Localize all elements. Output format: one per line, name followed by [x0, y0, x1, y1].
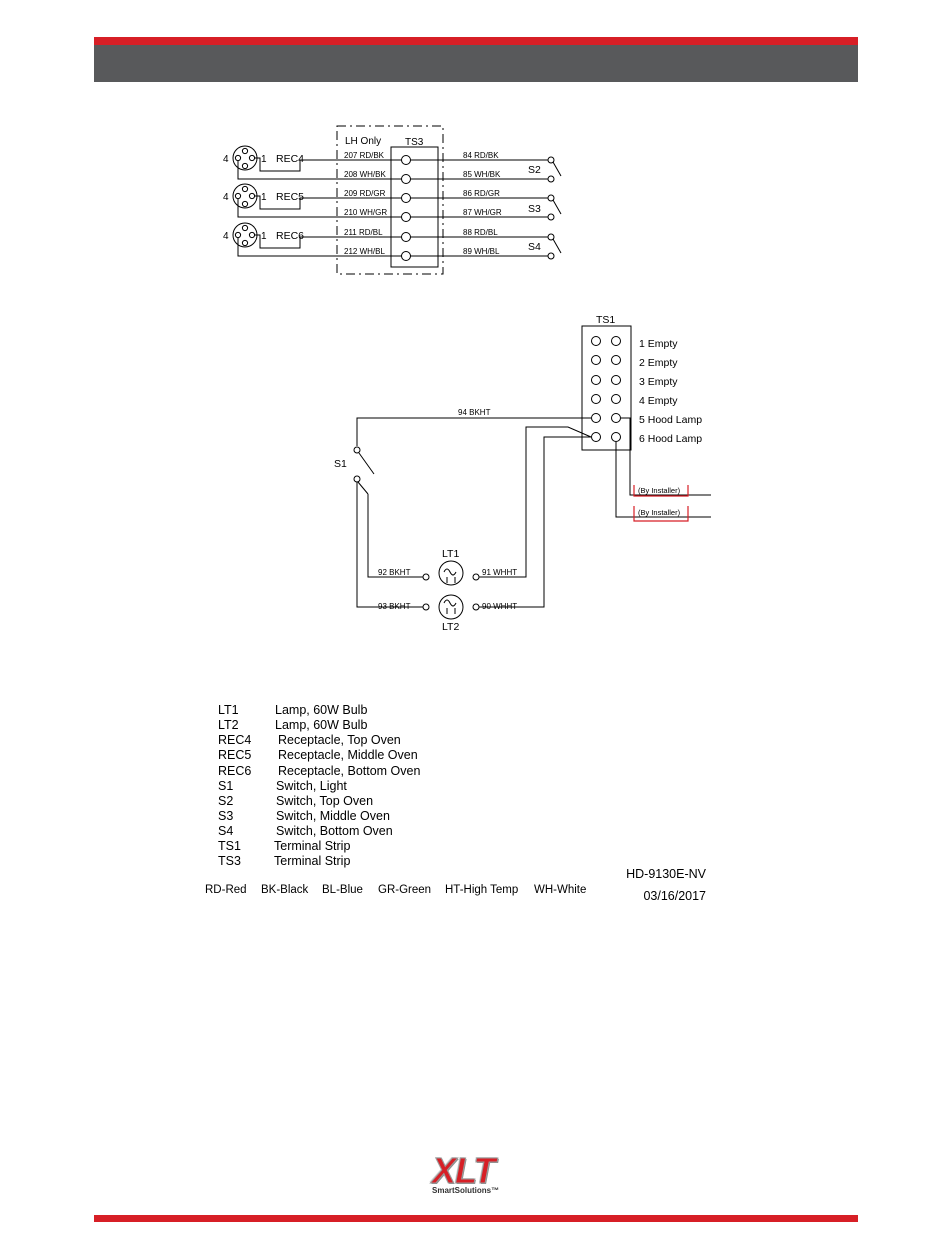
legend-code: S2	[218, 794, 234, 808]
wire-label: 88 RD/BL	[463, 228, 498, 237]
rec4-symbol	[232, 145, 258, 171]
legend-code: LT2	[218, 718, 239, 732]
rec4-pin-left: 4	[223, 154, 229, 165]
s1-blade	[358, 452, 375, 475]
installer-box-2	[633, 506, 689, 522]
header-band	[94, 45, 858, 82]
rec5-pin-left: 4	[223, 192, 229, 203]
rec4-pin-right: 1	[261, 154, 267, 165]
wire-label: 89 WH/BL	[463, 247, 500, 256]
rec5-pin-right: 1	[261, 192, 267, 203]
lt2-label: LT2	[442, 621, 459, 633]
logo-wordmark: XLT	[431, 1150, 495, 1191]
legend-desc: Terminal Strip	[274, 854, 351, 868]
legend-desc: Terminal Strip	[274, 839, 351, 853]
legend-code: S4	[218, 824, 234, 838]
s4-blade	[552, 238, 562, 254]
legend-code: LT1	[218, 703, 239, 717]
ts1-terminal-label: 5 Hood Lamp	[639, 414, 702, 426]
wire-label: 212 WH/BL	[344, 247, 385, 256]
wire-label: 93 BKHT	[378, 602, 411, 611]
abbreviation: WH-White	[534, 884, 587, 896]
installer-note: (By Installer)	[638, 508, 681, 517]
wire-label: 94 BKHT	[458, 408, 491, 417]
s2-label: S2	[528, 164, 541, 176]
wire-label: 84 RD/BK	[463, 151, 499, 160]
legend-desc: Switch, Bottom Oven	[276, 824, 393, 838]
ts1-terminal-label: 1 Empty	[639, 338, 678, 350]
installer-box-1	[633, 485, 689, 497]
rec6-pin-right: 1	[261, 231, 267, 242]
legend-code: TS3	[218, 854, 241, 868]
ts1-terminal-label: 4 Empty	[639, 395, 678, 407]
legend-desc: Receptacle, Bottom Oven	[278, 764, 421, 778]
wire-label: 86 RD/GR	[463, 189, 500, 198]
abbreviation: BL-Blue	[322, 884, 363, 896]
ts1-terminal-label: 6 Hood Lamp	[639, 433, 702, 445]
rec4-label: REC4	[276, 153, 304, 165]
legend-code: S1	[218, 779, 234, 793]
s3-blade	[552, 199, 562, 215]
rec6-pin-left: 4	[223, 231, 229, 242]
legend-code: TS1	[218, 839, 241, 853]
document-number: HD-9130E-NV	[626, 867, 706, 881]
rec5-symbol	[232, 183, 258, 209]
s1-label: S1	[334, 458, 347, 470]
ts3-strip	[390, 146, 439, 268]
legend-desc: Switch, Middle Oven	[276, 809, 390, 823]
wire-label: 92 BKHT	[378, 568, 411, 577]
abbreviation: BK-Black	[261, 884, 309, 896]
rec6-symbol	[232, 222, 258, 248]
ts1-terminal-label: 2 Empty	[639, 357, 678, 369]
ts1-label: TS1	[596, 314, 615, 326]
header-accent-bar	[94, 37, 858, 45]
legend-code: REC6	[218, 764, 252, 778]
lt1-label: LT1	[442, 548, 459, 560]
wire-label: 207 RD/BK	[344, 151, 385, 160]
legend-code: REC5	[218, 748, 252, 762]
wire-label: 90 WHHT	[482, 602, 517, 611]
legend-code: S3	[218, 809, 234, 823]
abbreviation: GR-Green	[378, 884, 432, 896]
legend-desc: Receptacle, Middle Oven	[278, 748, 418, 762]
xlt-logo: XLT SmartSolutions™	[428, 1150, 524, 1198]
ts3-label: TS3	[405, 137, 424, 148]
s3-label: S3	[528, 203, 541, 215]
legend-desc: Switch, Light	[276, 779, 347, 793]
legend-code: REC4	[218, 733, 252, 747]
s4-label: S4	[528, 241, 541, 253]
wire-label: 91 WHHT	[482, 568, 517, 577]
s2-blade	[552, 161, 562, 177]
legend-desc: Lamp, 60W Bulb	[275, 703, 368, 717]
legend-desc: Receptacle, Top Oven	[278, 733, 401, 747]
abbreviation: RD-Red	[205, 884, 247, 896]
wire-label: 208 WH/BK	[344, 170, 386, 179]
lh-only-boundary	[336, 125, 444, 275]
wire-label: 209 RD/GR	[344, 189, 386, 198]
lh-only-label: LH Only	[345, 136, 381, 147]
legend-desc: Switch, Top Oven	[276, 794, 374, 808]
logo-tagline: SmartSolutions™	[432, 1186, 500, 1195]
wire-label: 85 WH/BK	[463, 170, 501, 179]
footer-accent-bar	[94, 1215, 858, 1222]
wire-label: 210 WH/GR	[344, 208, 387, 217]
rec6-label: REC6	[276, 230, 304, 242]
installer-note: (By Installer)	[638, 486, 681, 495]
legend-desc: Lamp, 60W Bulb	[275, 718, 368, 732]
document-date: 03/16/2017	[643, 889, 706, 903]
ts1-strip	[581, 325, 632, 451]
ts1-terminal-label: 3 Empty	[639, 376, 678, 388]
lt2-symbol	[438, 594, 464, 620]
wire-label: 87 WH/GR	[463, 208, 502, 217]
abbreviation: HT-High Temp	[445, 884, 519, 896]
rec5-label: REC5	[276, 191, 304, 203]
wire-label: 211 RD/BL	[344, 228, 383, 237]
lt1-symbol	[438, 560, 464, 586]
